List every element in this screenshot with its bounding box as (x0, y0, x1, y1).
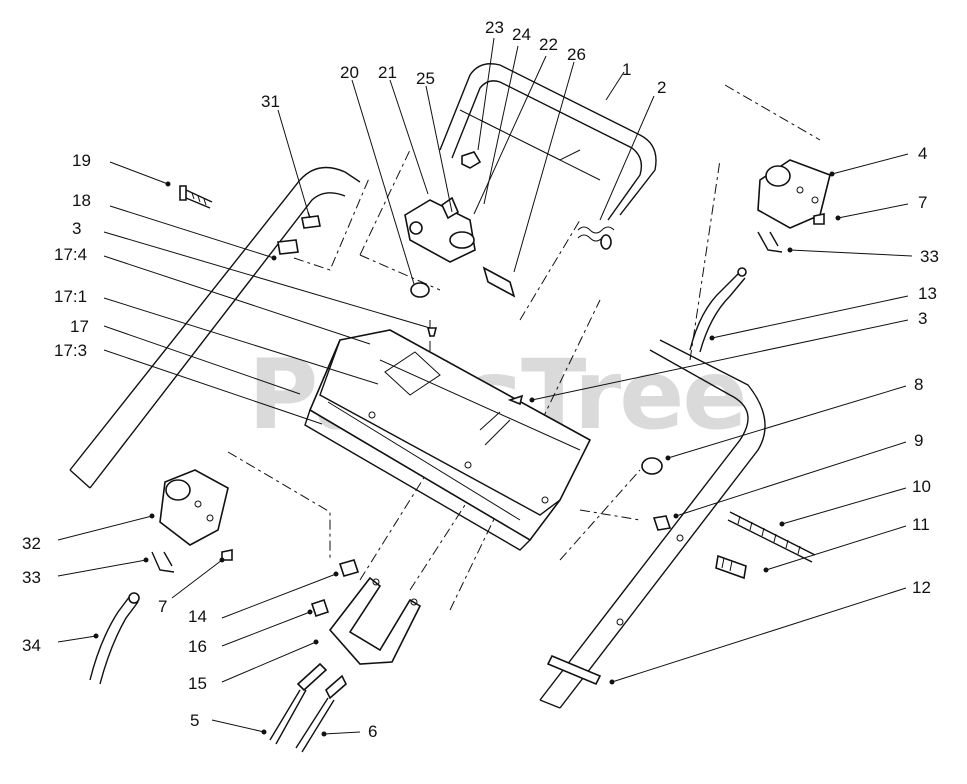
callout-18: 18 (72, 191, 91, 210)
callout-32: 32 (22, 534, 41, 553)
callout-9: 9 (914, 431, 923, 450)
callout-6: 6 (368, 722, 377, 741)
bushing-18 (277, 239, 299, 255)
upper-bail-handle (439, 63, 657, 221)
callout-11: 11 (912, 515, 930, 534)
callout-2: 2 (657, 78, 666, 97)
right-switch-housing (757, 159, 831, 229)
callout-16: 16 (188, 637, 207, 656)
callout-17-3: 17:3 (54, 341, 87, 360)
callout-3-right: 3 (918, 309, 927, 328)
left-switch-housing (159, 469, 229, 546)
bolt-19 (179, 185, 213, 209)
callout-4: 4 (918, 144, 927, 163)
callout-3-left: 3 (72, 219, 81, 238)
left-handle-tube (69, 166, 361, 489)
control-housing (304, 329, 592, 551)
pin-26 (482, 266, 516, 298)
callout-17: 17 (70, 317, 89, 336)
callout-7-left: 7 (158, 597, 167, 616)
callout-34: 34 (22, 636, 41, 655)
lever-12 (546, 654, 602, 686)
ring-20 (410, 282, 430, 298)
screw-3 (507, 394, 524, 406)
callout-33-left: 33 (22, 568, 41, 587)
leader-lines (57, 37, 913, 735)
nut-23 (461, 151, 482, 169)
bolt-11 (715, 554, 747, 580)
nut-16 (310, 598, 330, 618)
callout-17-4: 17:4 (54, 245, 87, 264)
cable-end-5 (269, 662, 328, 745)
threaded-rod-10 (727, 511, 816, 563)
callout-33-right: 33 (920, 247, 939, 266)
callout-22: 22 (539, 35, 558, 54)
nut-14 (338, 559, 360, 577)
callout-7-right: 7 (918, 193, 927, 212)
nut-7-right (813, 213, 825, 225)
callout-12: 12 (912, 578, 931, 597)
right-handle-tube (539, 339, 766, 709)
cable-13 (689, 267, 747, 353)
clip-33-left (151, 551, 175, 573)
callout-13: 13 (918, 284, 937, 303)
callout-25: 25 (416, 69, 435, 88)
callout-19: 19 (72, 151, 91, 170)
cable-end-6 (295, 674, 347, 753)
nut-7-left (221, 549, 233, 561)
callout-15: 15 (188, 674, 207, 693)
callout-14: 14 (188, 607, 207, 626)
bail-bracket (404, 196, 476, 263)
callout-17-1: 17:1 (54, 287, 87, 306)
callout-labels: 23 24 22 26 1 20 21 25 2 31 19 18 3 17:4… (22, 18, 939, 741)
clip-33-right (757, 231, 783, 253)
leader-arrowheads (93, 171, 841, 737)
callout-24: 24 (512, 25, 531, 44)
callout-26: 26 (567, 45, 586, 64)
bracket-15 (328, 576, 422, 665)
callout-21: 21 (378, 63, 397, 82)
callout-5: 5 (190, 711, 199, 730)
callout-1: 1 (622, 60, 631, 79)
callout-20: 20 (340, 63, 359, 82)
nut-9 (652, 515, 672, 531)
callout-31: 31 (261, 92, 280, 111)
callout-8: 8 (914, 375, 923, 394)
cable-34 (89, 592, 140, 685)
screw-31 (301, 211, 321, 229)
spring-2 (577, 226, 615, 250)
callout-10: 10 (912, 477, 931, 496)
washer-8 (641, 457, 663, 475)
callout-23: 23 (485, 18, 504, 37)
screw-17-4 (426, 327, 438, 337)
bracket-guide (359, 149, 441, 291)
